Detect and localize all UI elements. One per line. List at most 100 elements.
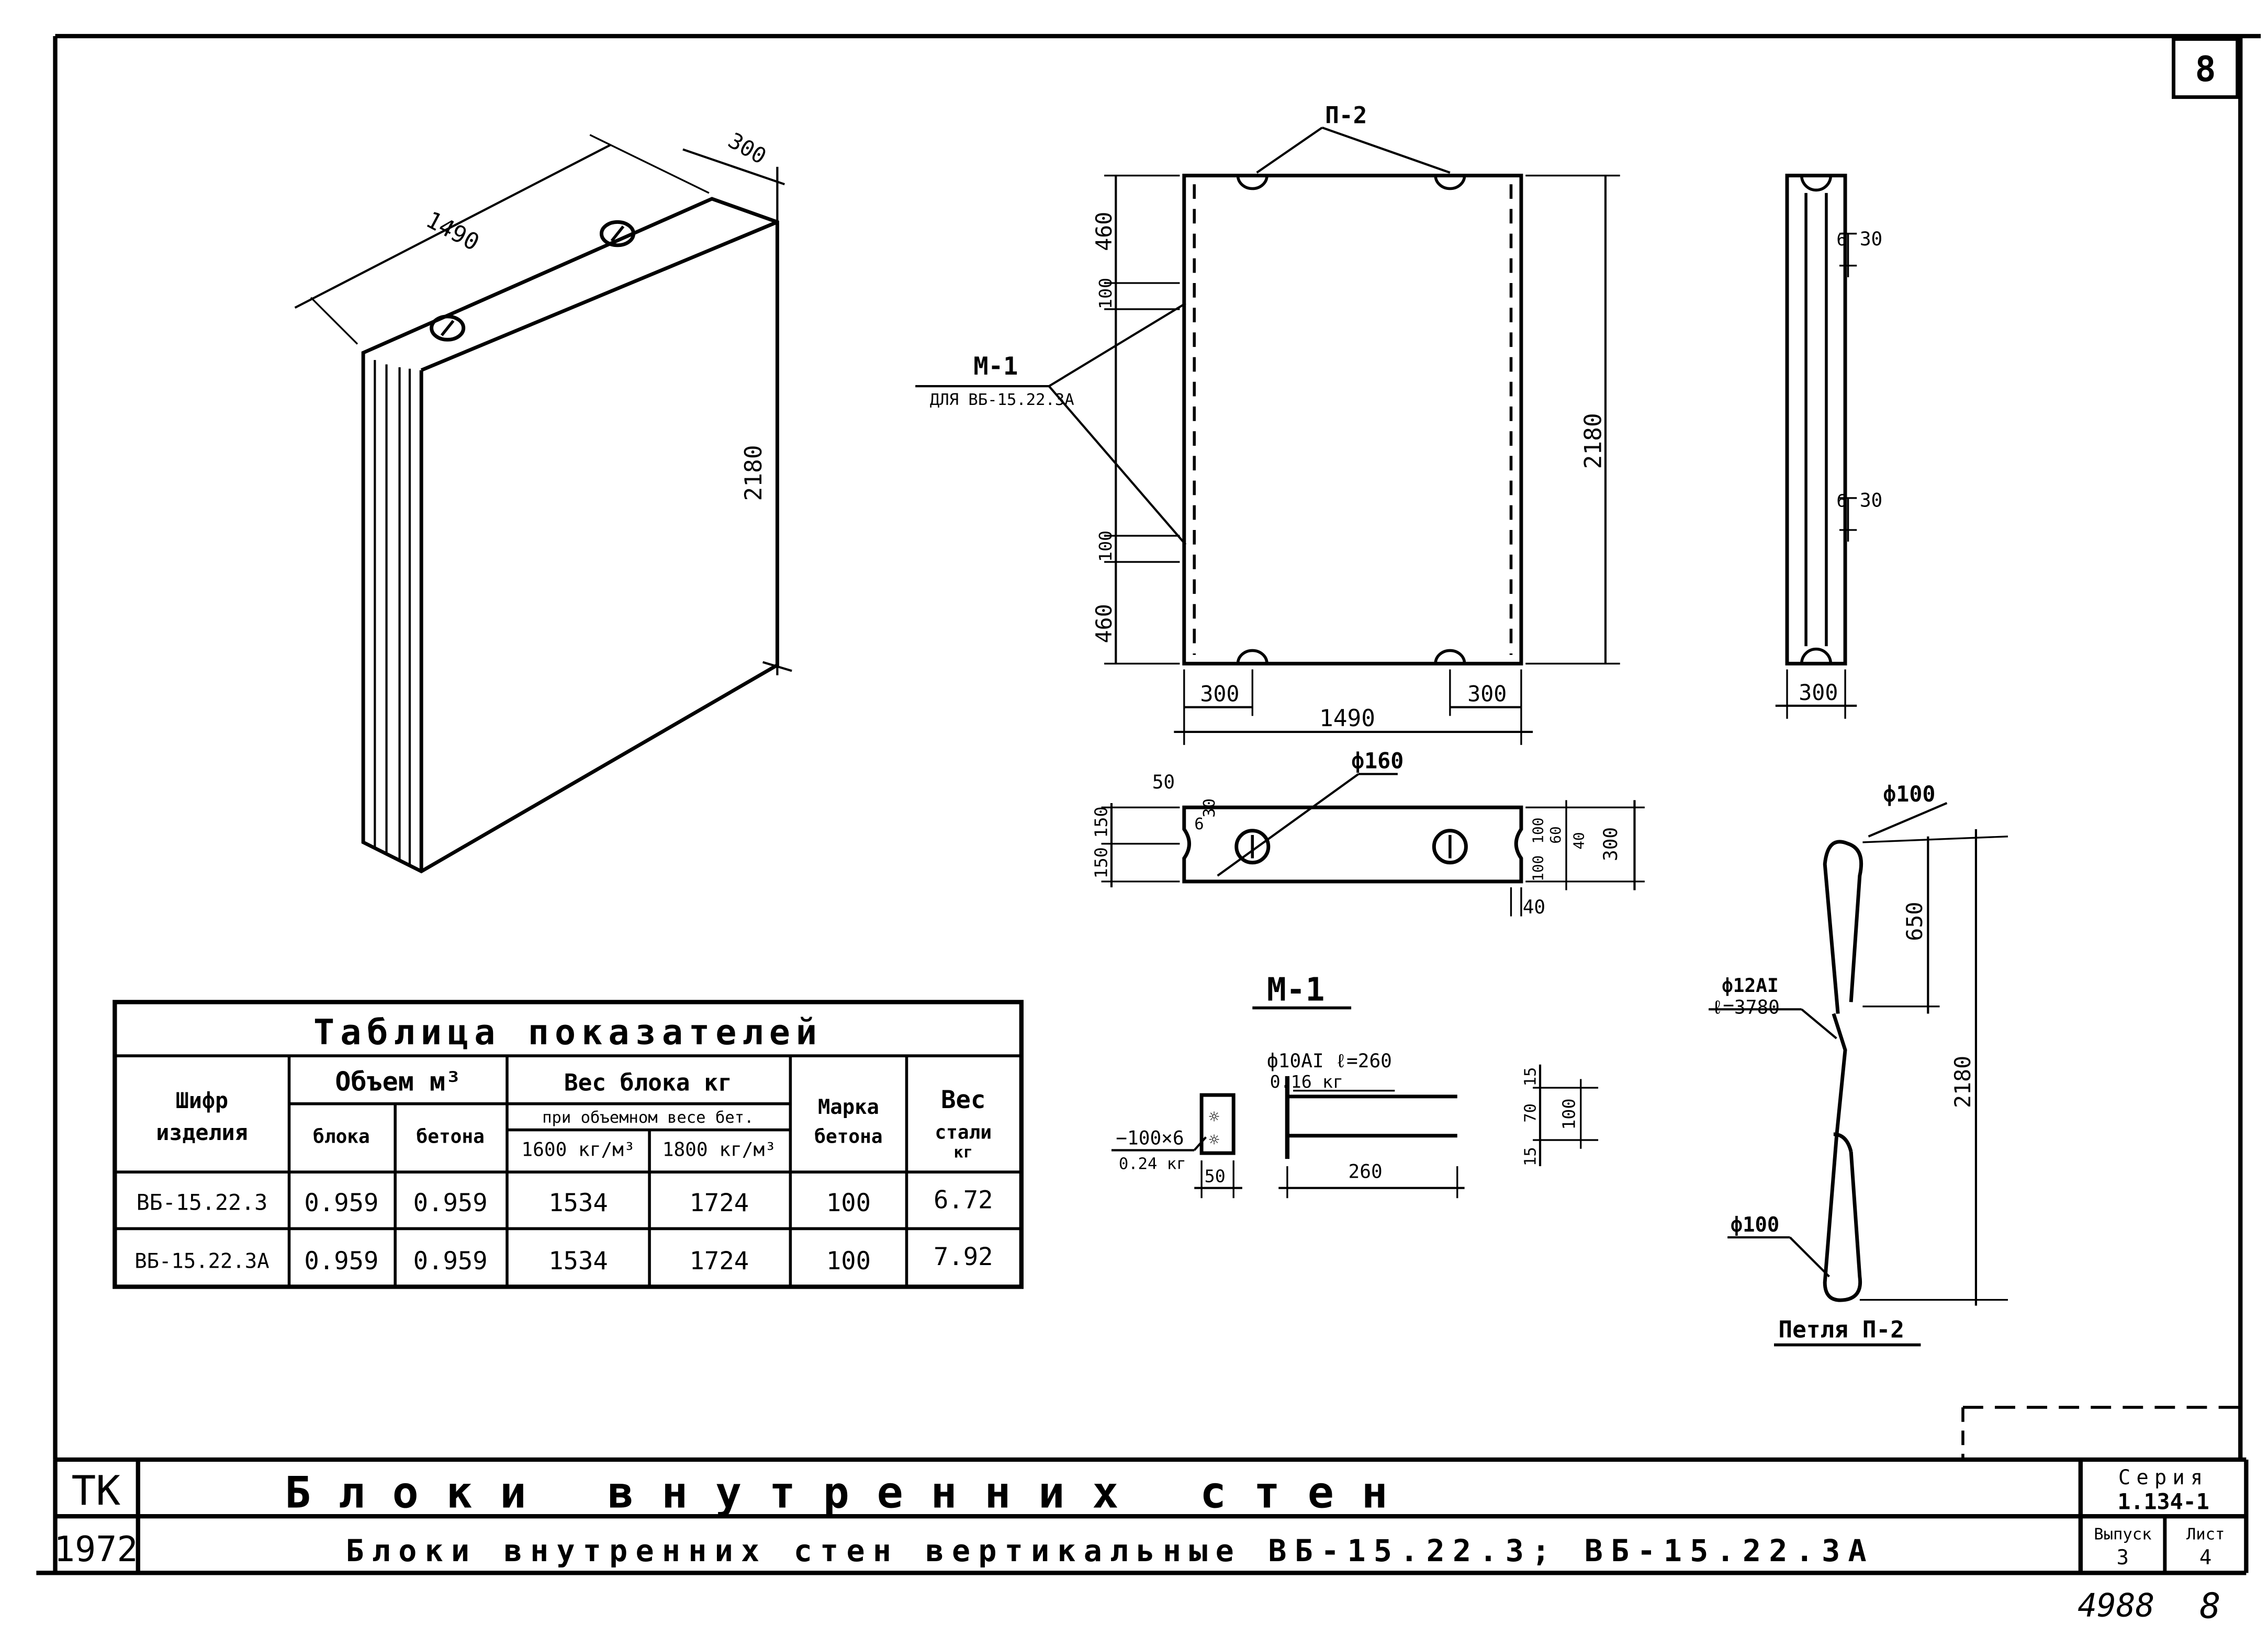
insert-m1-plate-weight: 0.24 кг bbox=[1119, 1155, 1186, 1173]
loop-p2-drawing bbox=[1709, 802, 2008, 1347]
loop-p2-bend-top: ф100 bbox=[1883, 781, 1935, 807]
table-cell-volume-block: 0.959 bbox=[304, 1247, 378, 1276]
table-cell-steel: 6.72 bbox=[934, 1186, 993, 1215]
insert-m1-title: М-1 bbox=[1267, 972, 1324, 1009]
title-block-title-1: Блоки внутренних стен bbox=[285, 1468, 1416, 1518]
table-header-code-2: изделия bbox=[156, 1120, 248, 1145]
front-view bbox=[915, 126, 1620, 745]
title-block-issue-label: Выпуск bbox=[2094, 1526, 2151, 1544]
table-header-volume-block: блока bbox=[313, 1126, 370, 1148]
loop-p2-dim-2180: 2180 bbox=[1950, 1056, 1975, 1108]
plan-hole-diameter: ф160 bbox=[1351, 748, 1404, 773]
table-header-volume: Объем м³ bbox=[335, 1067, 461, 1097]
side-dim-30-bottom: 30 bbox=[1860, 490, 1882, 512]
insert-m1-plate-spec: −100×6 bbox=[1116, 1127, 1184, 1149]
table-header-grade-1: Марка bbox=[818, 1096, 879, 1119]
plan-dim-right-a: 100 bbox=[1530, 818, 1547, 844]
table-row: ВБ-15.22.3А 0.959 0.959 1534 1724 100 7.… bbox=[134, 1243, 993, 1276]
table-title: Таблица показателей bbox=[313, 1012, 823, 1053]
table-header-weight-1800: 1800 кг/м³ bbox=[663, 1139, 776, 1161]
front-dim-loop-left: 300 bbox=[1200, 681, 1239, 707]
table-cell-weight-1800: 1724 bbox=[690, 1247, 749, 1276]
table-header-steel-1: Вес bbox=[941, 1086, 985, 1114]
insert-m1-rod-spec: ф10АI ℓ=260 bbox=[1267, 1050, 1392, 1072]
insert-m1-plate-width: 50 bbox=[1205, 1166, 1226, 1187]
table-header-weight-sub: при объемном весе бет. bbox=[542, 1109, 754, 1127]
table-header-weight: Вес блока кг bbox=[564, 1070, 732, 1097]
title-block-sheet-label: Лист bbox=[2186, 1526, 2225, 1544]
front-loop-label: П-2 bbox=[1325, 103, 1367, 129]
table-cell-volume-concrete: 0.959 bbox=[413, 1189, 488, 1217]
plan-dim-150b: 150 bbox=[1091, 847, 1111, 878]
table-cell-weight-1800: 1724 bbox=[690, 1189, 749, 1217]
table-header-steel-2: стали bbox=[935, 1121, 992, 1143]
insert-m1-rod-weight: 0.16 кг bbox=[1270, 1071, 1343, 1092]
side-dim-6-top: 6 bbox=[1836, 229, 1847, 250]
front-dim-bottom-460: 460 bbox=[1091, 604, 1117, 643]
plan-dim-right-d: 100 bbox=[1530, 855, 1547, 882]
plan-dim-30: 30 bbox=[1200, 798, 1219, 818]
table-row: ВБ-15.22.3 0.959 0.959 1534 1724 100 6.7… bbox=[137, 1186, 993, 1218]
table-cell-volume-block: 0.959 bbox=[304, 1189, 378, 1217]
plan-dim-150a: 150 bbox=[1091, 806, 1111, 838]
table-header-steel-3: кг bbox=[953, 1143, 973, 1161]
title-block-series-label: Серия bbox=[2118, 1466, 2209, 1489]
front-dim-bottom-100: 100 bbox=[1095, 531, 1116, 562]
title-block-series-value: 1.134-1 bbox=[2117, 1488, 2209, 1514]
front-dim-height: 2180 bbox=[1580, 413, 1607, 469]
table-cell-code: ВБ-15.22.3 bbox=[137, 1189, 268, 1215]
loop-p2-title: Петля П-2 bbox=[1778, 1317, 1904, 1344]
insert-m1-dim-15b: 15 bbox=[1522, 1147, 1540, 1166]
loop-p2-bar-spec: ф12АI bbox=[1722, 975, 1779, 997]
table-header-volume-concrete: бетона bbox=[417, 1126, 485, 1148]
front-dim-top-460: 460 bbox=[1091, 212, 1117, 251]
title-block-org: ТК bbox=[71, 1468, 120, 1515]
table-header-code-1: Шифр bbox=[176, 1088, 228, 1113]
table-cell-code: ВБ-15.22.3А bbox=[134, 1249, 269, 1273]
archive-sheet: 8 bbox=[2200, 1586, 2221, 1625]
side-dim-width: 300 bbox=[1799, 680, 1838, 705]
sheet-number: 8 bbox=[2195, 49, 2216, 89]
front-dim-loop-right: 300 bbox=[1467, 681, 1507, 707]
title-block-grid bbox=[53, 1406, 2249, 1573]
front-insert-label: М-1 bbox=[973, 352, 1018, 381]
iso-dim-height: 2180 bbox=[740, 445, 767, 501]
table-cell-weight-1600: 1534 bbox=[548, 1189, 608, 1217]
title-block-sheet-value: 4 bbox=[2199, 1546, 2211, 1570]
side-dim-6-bottom: 6 bbox=[1836, 491, 1847, 511]
loop-p2-bend-bottom: ф100 bbox=[1731, 1213, 1780, 1237]
plan-view bbox=[1101, 773, 1645, 917]
table-cell-volume-concrete: 0.959 bbox=[413, 1247, 488, 1276]
table-cell-grade: 100 bbox=[826, 1189, 871, 1217]
title-block-issue-value: 3 bbox=[2117, 1546, 2129, 1570]
side-dim-30-top: 30 bbox=[1860, 228, 1882, 250]
sheet-frame bbox=[36, 33, 2261, 1575]
table-header-grade-2: бетона bbox=[814, 1126, 882, 1148]
plan-dim-right-c: 40 bbox=[1570, 832, 1587, 849]
plan-dim-40: 40 bbox=[1523, 896, 1545, 918]
loop-p2-bar-length: ℓ=3780 bbox=[1712, 997, 1780, 1019]
plan-dim-groove: 6 bbox=[1194, 815, 1204, 833]
title-block-title-2: Блоки внутренних стен вертикальные ВБ-15… bbox=[346, 1533, 1874, 1568]
loop-p2-dim-650: 650 bbox=[1902, 902, 1927, 941]
iso-dim-thickness: 300 bbox=[724, 127, 771, 169]
table-header-weight-1600: 1600 кг/м³ bbox=[521, 1139, 635, 1161]
front-dim-top-100: 100 bbox=[1095, 278, 1116, 309]
side-view bbox=[1775, 174, 1857, 719]
insert-m1-dim-70: 70 bbox=[1522, 1103, 1540, 1123]
insert-m1-dim-15a: 15 bbox=[1522, 1067, 1540, 1087]
table-cell-grade: 100 bbox=[826, 1247, 871, 1276]
svg-text:☼: ☼ bbox=[1209, 1107, 1219, 1127]
isometric-view bbox=[294, 134, 792, 874]
insert-m1-rod-length: 260 bbox=[1349, 1160, 1383, 1182]
insert-m1-dim-100: 100 bbox=[1559, 1099, 1579, 1130]
svg-text:☼: ☼ bbox=[1209, 1130, 1219, 1150]
front-insert-note: ДЛЯ ВБ-15.22.3А bbox=[930, 391, 1074, 409]
plan-dim-right-b: 60 bbox=[1547, 826, 1564, 843]
table-cell-weight-1600: 1534 bbox=[548, 1247, 608, 1276]
insert-m1-drawing: ☼ ☼ bbox=[1111, 1006, 1599, 1199]
plan-dim-300: 300 bbox=[1600, 827, 1622, 861]
front-dim-width: 1490 bbox=[1319, 705, 1375, 732]
table-cell-steel: 7.92 bbox=[934, 1243, 993, 1271]
